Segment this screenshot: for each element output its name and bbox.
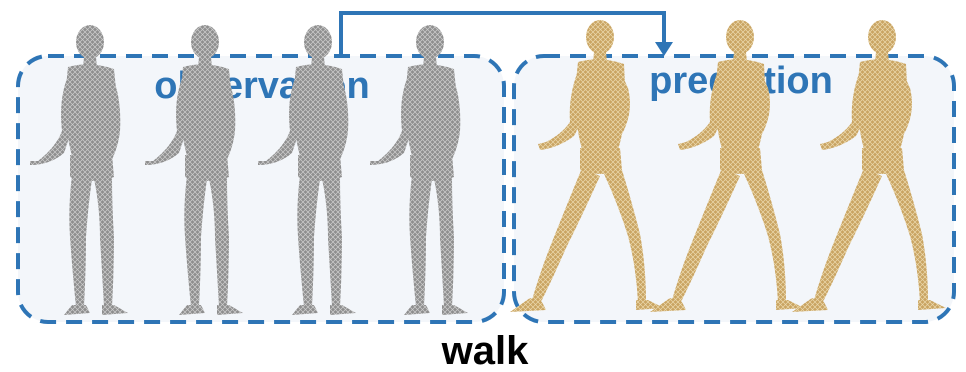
prediction-panel: prediction: [510, 20, 954, 322]
elbow-arrow-icon: [341, 13, 673, 56]
observation-panel: observation: [18, 25, 504, 322]
caption-walk: walk: [441, 329, 529, 372]
